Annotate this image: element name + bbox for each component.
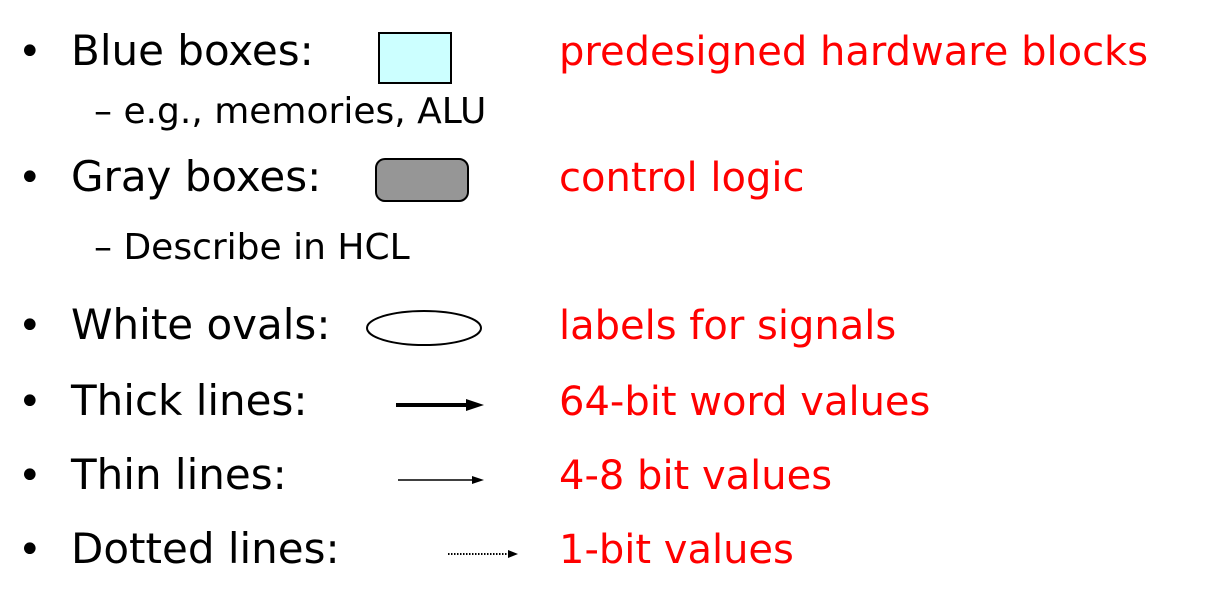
- term-label: Thin lines:: [71, 450, 287, 499]
- sub-item-text: – Describe in HCL: [94, 227, 410, 268]
- description: 64-bit word values: [559, 379, 931, 425]
- thin-arrow-icon: [398, 476, 484, 484]
- bullet: •: [18, 527, 42, 573]
- bullet: •: [18, 453, 42, 499]
- term-label: Blue boxes:: [71, 26, 314, 75]
- description: 1-bit values: [559, 527, 794, 573]
- description: control logic: [559, 155, 805, 201]
- gray-box-icon: [375, 158, 469, 202]
- description: 4-8 bit values: [559, 453, 833, 499]
- term-label: White ovals:: [71, 300, 331, 349]
- sub-item: – Describe in HCL: [0, 228, 1207, 272]
- thick-arrow-icon: [396, 399, 484, 411]
- legend-item-dotted-lines: • Dotted lines: 1-bit values: [0, 524, 1207, 580]
- white-oval-icon: [366, 310, 482, 346]
- blue-box-icon: [378, 32, 452, 84]
- bullet: •: [18, 155, 42, 201]
- legend-item-gray-boxes: • Gray boxes: control logic: [0, 152, 1207, 208]
- description: labels for signals: [559, 303, 897, 349]
- bullet: •: [18, 379, 42, 425]
- legend-item-blue-boxes: • Blue boxes: predesigned hardware block…: [0, 26, 1207, 84]
- legend-item-white-ovals: • White ovals: labels for signals: [0, 300, 1207, 356]
- sub-item: – e.g., memories, ALU: [0, 92, 1207, 136]
- term-label: Gray boxes:: [71, 152, 322, 201]
- sub-item-text: – e.g., memories, ALU: [94, 91, 487, 132]
- legend-item-thick-lines: • Thick lines: 64-bit word values: [0, 376, 1207, 432]
- description: predesigned hardware blocks: [559, 29, 1149, 75]
- legend-item-thin-lines: • Thin lines: 4-8 bit values: [0, 450, 1207, 506]
- term-label: Dotted lines:: [71, 524, 340, 573]
- bullet: •: [18, 29, 42, 75]
- bullet: •: [18, 303, 42, 349]
- dotted-arrow-icon: [448, 550, 518, 558]
- term-label: Thick lines:: [71, 376, 308, 425]
